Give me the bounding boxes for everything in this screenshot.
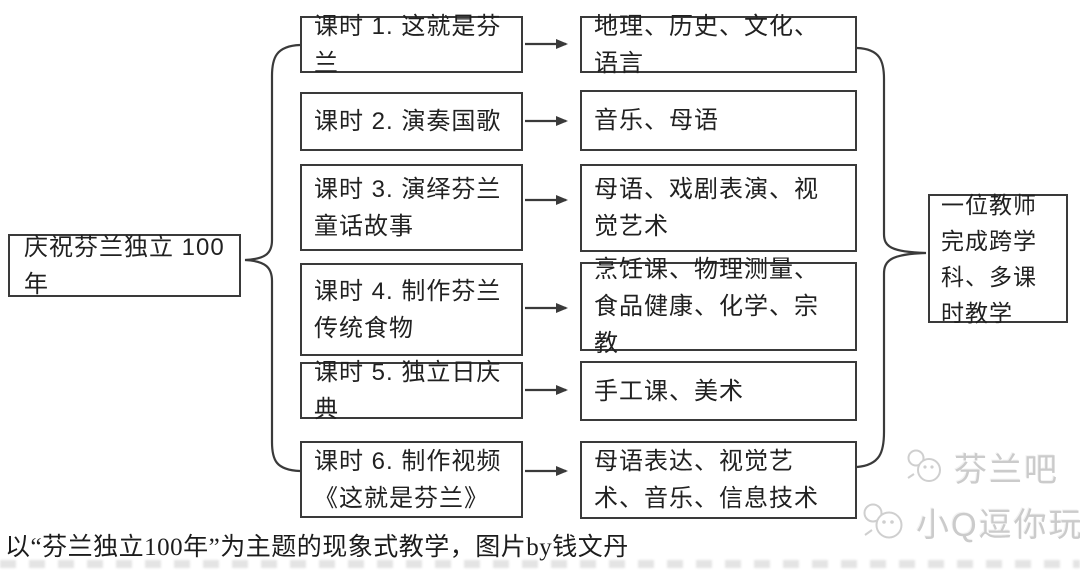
lesson-2-label: 课时 2. 演奏国歌 [314,108,502,135]
lesson-3-label: 课时 3. 演绎芬兰童话故事 [314,175,502,240]
lesson-2-box: 课时 2. 演奏国歌 [300,92,523,151]
root-theme-label: 庆祝芬兰独立 100 年 [24,233,225,298]
outcome-label: 一位教师完成跨学科、多课时教学 [941,191,1037,326]
lesson-5-label: 课时 5. 独立日庆典 [314,358,502,423]
subjects-6-box: 母语表达、视觉艺术、音乐、信息技术 [580,441,857,519]
outcome-box: 一位教师完成跨学科、多课时教学 [928,192,1068,326]
watermark-label: 小Q逗你玩 [916,506,1080,543]
lesson-1-box: 课时 1. 这就是芬兰 [300,13,523,77]
root-theme-box: 庆祝芬兰独立 100 年 [8,234,241,298]
lesson-3-box: 课时 3. 演绎芬兰童话故事 [300,164,523,251]
watermark-finland-bar: 芬兰吧 [902,443,1059,491]
subjects-1-box: 地理、历史、文化、语言 [580,13,857,77]
lesson-1-label: 课时 1. 这就是芬兰 [314,12,502,77]
subjects-3-box: 母语、戏剧表演、视觉艺术 [580,164,857,252]
right-brace-connector [856,46,927,469]
lesson-4-label: 课时 4. 制作芬兰传统食物 [314,277,502,342]
image-caption: 以“芬兰独立100年”为主题的现象式教学，图片by钱文丹 [5,534,629,561]
subjects-2-box: 音乐、母语 [580,90,857,151]
subjects-2-label: 音乐、母语 [594,107,719,134]
mascot-duo-icon [907,449,941,482]
left-brace-connector [244,43,301,473]
lesson-6-label: 课时 6. 制作视频《这就是芬兰》 [314,447,502,512]
mascot-duo-icon [863,503,903,539]
lesson-6-box: 课时 6. 制作视频《这就是芬兰》 [300,441,523,518]
subjects-5-label: 手工课、美术 [594,377,744,405]
lesson-5-box: 课时 5. 独立日庆典 [300,359,523,423]
subjects-5-box: 手工课、美术 [580,361,857,421]
subjects-4-label: 烹饪课、物理测量、食品健康、化学、宗教 [594,256,819,357]
cropped-text-strip [0,560,1080,568]
watermark-xiaoq: 小Q逗你玩 [858,498,1080,546]
watermark-label: 芬兰吧 [954,451,1059,488]
subjects-1-label: 地理、历史、文化、语言 [594,12,819,77]
subjects-3-label: 母语、戏剧表演、视觉艺术 [594,176,819,240]
lesson-4-box: 课时 4. 制作芬兰传统食物 [300,263,523,356]
subjects-6-label: 母语表达、视觉艺术、音乐、信息技术 [594,448,819,512]
subjects-4-box: 烹饪课、物理测量、食品健康、化学、宗教 [580,256,857,357]
